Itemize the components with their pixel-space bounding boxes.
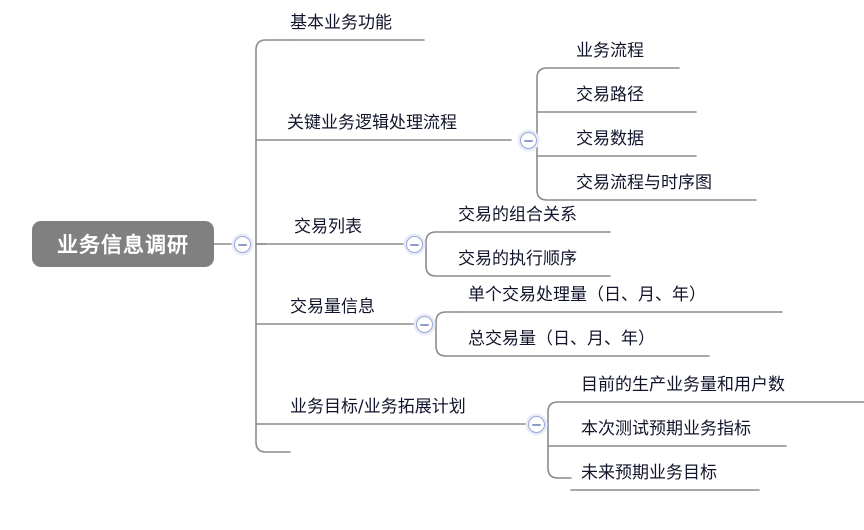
leaf-node-current-production-volume-and-users[interactable]: 目前的生产业务量和用户数 (581, 375, 785, 395)
leaf-node-expected-test-business-metrics[interactable]: 本次测试预期业务指标 (581, 419, 751, 439)
wire-branch-2-subtrunk (536, 67, 561, 201)
wire-branch-4-subtrunk (435, 311, 460, 357)
leaf-node-transaction-path[interactable]: 交易路径 (576, 85, 644, 105)
branch-node-key-business-logic-flow[interactable]: 关键业务逻辑处理流程 (287, 113, 457, 133)
wire-main-trunk (255, 39, 291, 453)
leaf-node-business-process[interactable]: 业务流程 (576, 41, 644, 61)
branch-node-transaction-list[interactable]: 交易列表 (294, 217, 362, 237)
wire-branch-3-subtrunk (425, 231, 450, 277)
root-collapse-toggle-icon[interactable] (234, 236, 251, 253)
branch-node-business-goals-expansion-plan[interactable]: 业务目标/业务拓展计划 (290, 397, 466, 417)
leaf-node-transaction-execution-order[interactable]: 交易的执行顺序 (458, 249, 577, 269)
branch-node-basic-business-functions[interactable]: 基本业务功能 (290, 13, 392, 33)
wire-branch-5-subtrunk (547, 401, 572, 479)
leaf-node-total-transaction-volume[interactable]: 总交易量（日、月、年） (468, 329, 655, 349)
root-node-label: 业务信息调研 (57, 233, 189, 257)
branch-3-collapse-toggle-icon[interactable] (406, 236, 423, 253)
leaf-node-transaction-combination-relationship[interactable]: 交易的组合关系 (458, 205, 577, 225)
leaf-node-transaction-data[interactable]: 交易数据 (576, 129, 644, 149)
branch-node-transaction-volume-info[interactable]: 交易量信息 (290, 297, 375, 317)
branch-4-collapse-toggle-icon[interactable] (416, 316, 433, 333)
leaf-node-transaction-flow-sequence-diagram[interactable]: 交易流程与时序图 (576, 173, 712, 193)
root-node[interactable]: 业务信息调研 (32, 221, 214, 267)
branch-5-collapse-toggle-icon[interactable] (528, 416, 545, 433)
branch-2-collapse-toggle-icon[interactable] (520, 132, 537, 149)
wire-b5-child-3-connect (548, 478, 571, 490)
leaf-node-future-expected-business-goals[interactable]: 未来预期业务目标 (581, 463, 717, 483)
leaf-node-single-transaction-volume[interactable]: 单个交易处理量（日、月、年） (468, 285, 706, 305)
